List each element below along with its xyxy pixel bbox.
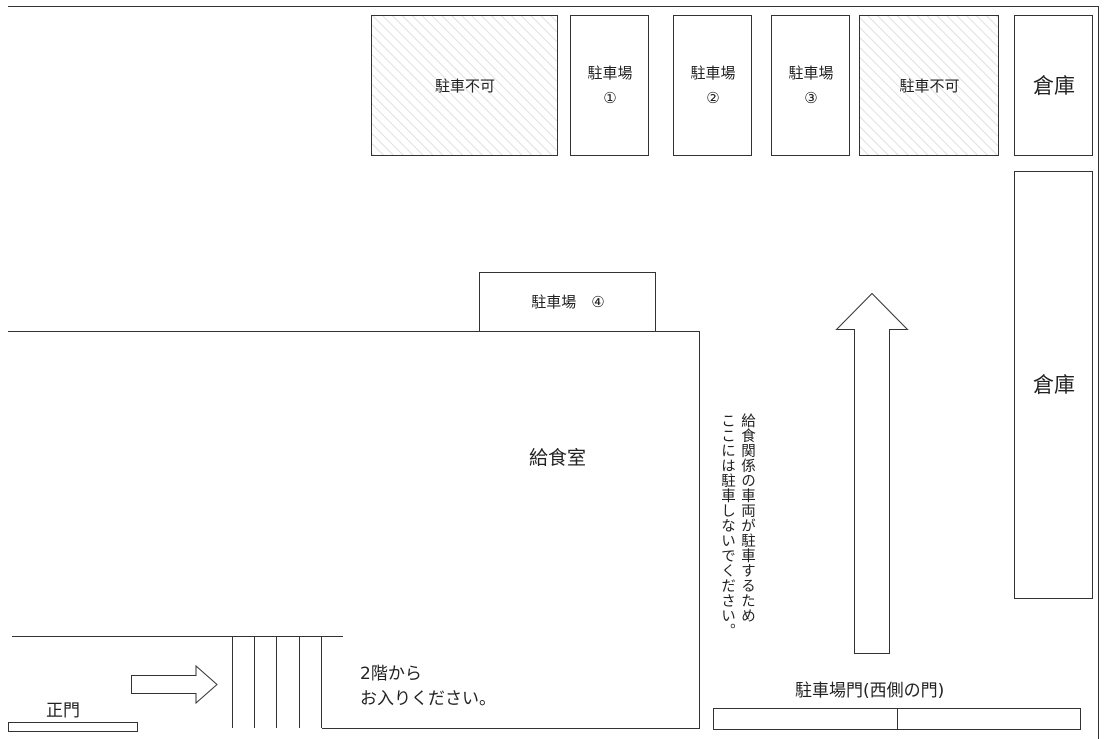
- entrance-instructions: 2階から お入りください。: [360, 662, 496, 712]
- warehouse-1-label: 倉庫: [1015, 16, 1093, 156]
- notice-line-1: 給食関係の車両が駐車するため: [739, 413, 755, 623]
- instruction-line-1: 2階から: [360, 664, 422, 684]
- lot-label: 駐車場: [788, 64, 834, 82]
- no-parking-text: 駐車不可: [899, 76, 960, 95]
- no-parking-area-1: [371, 15, 558, 156]
- kitchen-label: 給食室: [529, 447, 587, 469]
- parking-lot-1-label: 駐車場 ①: [571, 16, 649, 156]
- warehouse-2-label: 倉庫: [1015, 172, 1093, 599]
- notice-line-2: ここには駐車しないでください。: [719, 413, 735, 638]
- parking-lot-3: [771, 15, 850, 156]
- driveway-arrow: [835, 292, 909, 654]
- stairs: [232, 637, 322, 728]
- warehouse-1: [1014, 15, 1093, 156]
- lot-number: ②: [706, 89, 720, 107]
- no-parking-area-2: [859, 15, 999, 156]
- parking-gate-bar: [713, 708, 1081, 730]
- lot-number: ①: [603, 89, 617, 107]
- entrance-arrow: [131, 664, 218, 705]
- lot-4-text: 駐車場 ④: [531, 292, 605, 311]
- warehouse-text: 倉庫: [1033, 373, 1075, 397]
- lot-label: 駐車場: [587, 64, 633, 82]
- lot-number: ③: [804, 89, 818, 107]
- main-gate-bar: [8, 722, 138, 732]
- warehouse-2: [1014, 171, 1093, 599]
- no-parking-notice: 給食関係の車両が駐車するため ここには駐車しないでください。: [717, 413, 757, 653]
- parking-lot-1: [570, 15, 649, 156]
- parking-lot-3-label: 駐車場 ③: [772, 16, 850, 156]
- parking-gate-label: 駐車場門(西側の門): [795, 681, 945, 701]
- no-parking-label-2: 駐車不可: [860, 16, 999, 156]
- parking-lot-2: [673, 15, 752, 156]
- no-parking-label-1: 駐車不可: [372, 16, 558, 156]
- parking-lot-2-label: 駐車場 ②: [674, 16, 752, 156]
- lot-label: 駐車場: [690, 64, 736, 82]
- warehouse-text: 倉庫: [1033, 73, 1075, 98]
- main-gate-label: 正門: [46, 701, 80, 721]
- no-parking-text: 駐車不可: [434, 76, 495, 95]
- parking-lot-4-label: 駐車場 ④: [480, 273, 656, 331]
- kitchen-building-outline: [8, 331, 700, 729]
- instruction-line-2: お入りください。: [360, 689, 496, 709]
